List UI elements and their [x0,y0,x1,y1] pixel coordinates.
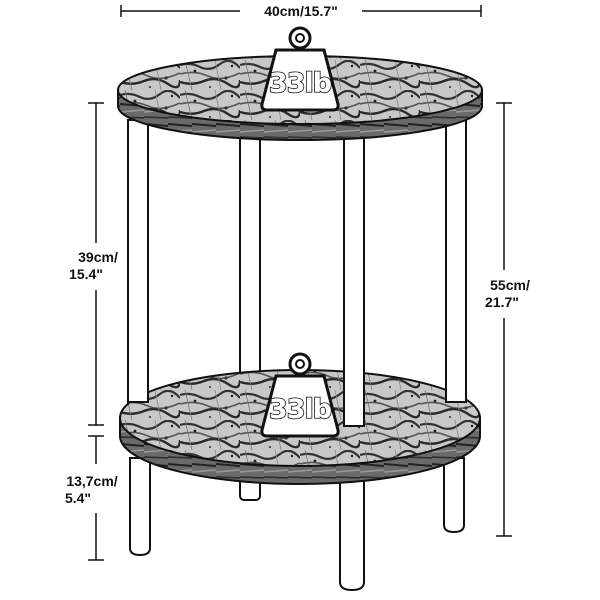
top-shelf-weight-label: 33lb [269,68,332,99]
top-width-dimension: 40cm/15.7" [120,3,482,19]
back-left-leg [239,135,261,377]
shelf-gap-label-cm: 39cm/ [78,249,118,265]
total-height-label-cm: 55cm/ [490,277,530,293]
shelf-gap-label-in: 15.4" [69,266,103,282]
weight-icon: 33lb [260,26,340,112]
total-height-label-in: 21.7" [485,294,519,310]
front-left-foot [129,457,151,557]
leg-height-label-in: 5.4" [65,490,91,506]
legs-over-bottom-shelf [127,119,467,427]
leg-height-label-cm: 13,7cm/ [66,473,117,489]
top-width-label: 40cm/15.7" [264,3,338,19]
leg-height-dimension: 13,7cm/ 5.4" [65,435,118,561]
bottom-shelf-weight-label: 33lb [269,394,332,425]
front-right-foot [443,457,465,534]
weight-icon: 33lb [260,352,340,438]
shelf-gap-dimension: 39cm/ 15.4" [69,102,118,426]
total-height-dimension: 55cm/ 21.7" [485,102,530,537]
front-center-foot [339,469,365,592]
